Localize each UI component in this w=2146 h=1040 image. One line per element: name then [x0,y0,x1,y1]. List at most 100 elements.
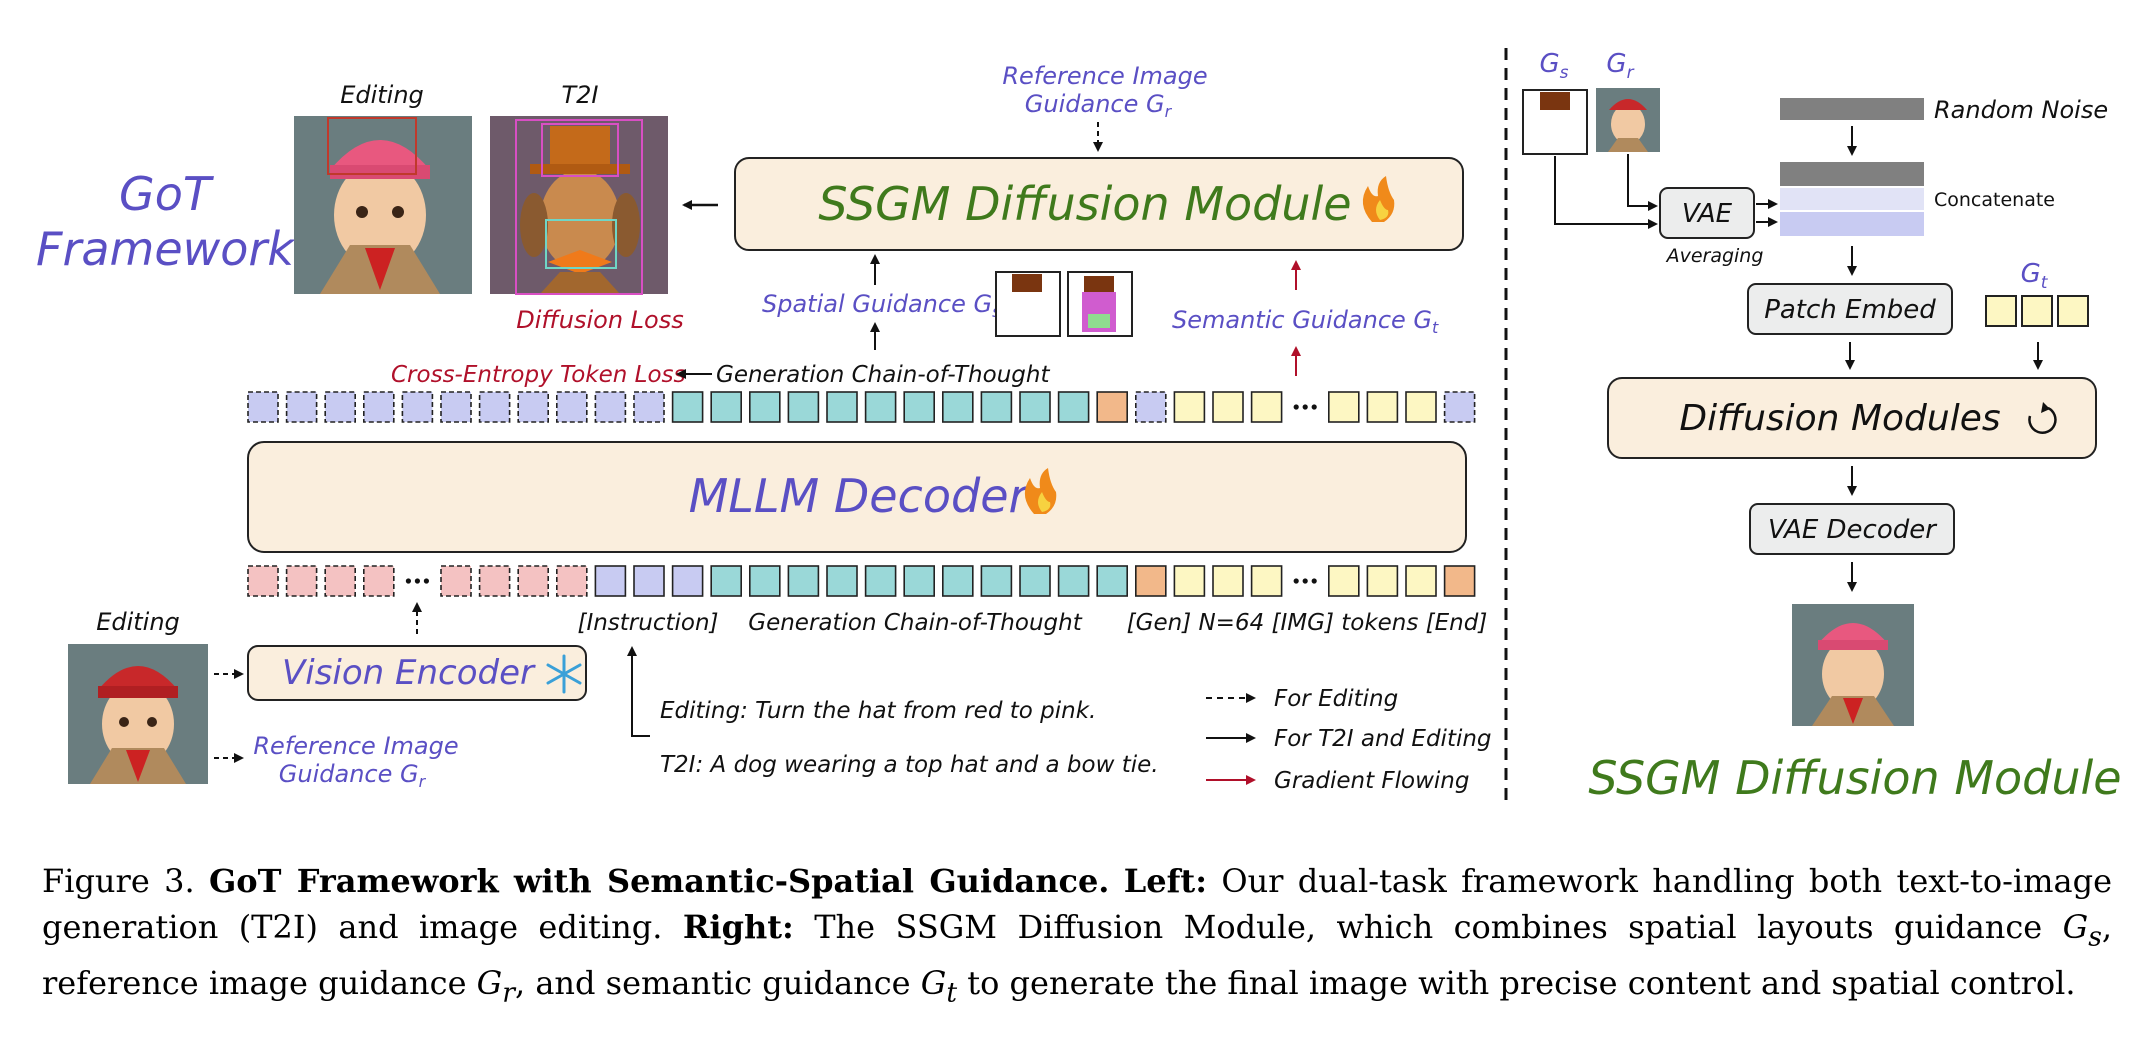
vae-decoder-label: VAE Decoder [1768,515,1938,545]
token [980,391,1013,423]
mllm-decoder-label: MLLM Decoder [689,469,1031,523]
right-reference-image [1596,88,1660,152]
concatenate-label: Concatenate [1934,189,2055,211]
spatial-layout-editing [995,271,1061,337]
ellipsis-dot [1311,404,1317,410]
token [633,565,665,597]
ref-guidance-bottom-line1: Reference Image [253,732,458,760]
token [826,565,858,597]
caption-right-label: Right: [682,908,794,946]
caption-right-text-2: , reference image guidance [42,908,2113,1003]
mllm-decoder-box [247,441,1467,553]
caption-right-text-1: The SSGM Diffusion Module, which combine… [814,908,2043,946]
token [864,391,897,423]
token [980,565,1013,597]
token [1366,391,1399,423]
vision-encoder-box [247,645,587,701]
token [1443,391,1476,423]
token [362,391,395,423]
token [440,565,472,597]
gs-to-vae-arrow [1554,156,1658,229]
ellipsis-dot [414,578,420,584]
caption-gr-sub: r [502,977,515,1009]
token [1096,565,1128,597]
ellipsis-dot [1293,578,1299,584]
gr-to-vae-arrow [1627,154,1658,211]
token [517,391,550,423]
token [941,565,974,597]
token [401,391,434,423]
ssgm-title-right: SSGM Diffusion Module [1588,751,2121,805]
right-gr-label: Gr [1606,49,1634,83]
editing-output-image [294,116,472,294]
token [941,391,974,423]
token [594,565,627,597]
diffusion-modules-label: Diffusion Modules [1679,398,2000,439]
token [748,391,781,423]
token [594,391,627,423]
token [787,565,820,597]
fire-icon [1024,468,1057,514]
gen-tokens-label: [Gen] N=64 [IMG] tokens [End] [1127,610,1488,636]
got-framework-diagram: GoT Framework Editing T2I Diffusion Loss… [36,48,2122,808]
token [1328,391,1360,423]
ref-guidance-bottom-line2: Guidance Gr [279,760,427,791]
legend-gradient: Gradient Flowing [1274,768,1470,794]
vision-encoder-label: Vision Encoder [282,653,536,693]
token [555,391,588,423]
prompt-to-instruction-arrow [627,646,650,737]
token [1173,565,1206,597]
token [517,565,550,597]
framework-title-2: Framework [36,222,296,276]
token [710,565,743,597]
token [710,391,743,423]
vae-box [1659,187,1755,239]
ref-guidance-top-line1: Reference Image [1002,62,1207,90]
caption-prefix: Figure 3. [42,862,195,900]
editing-label-bottom: Editing [96,608,180,636]
token [633,391,665,423]
legend-t2i-editing: For T2I and Editing [1274,726,1492,752]
caption-left-label: Left: [1123,862,1207,900]
editing-input-image [68,644,208,784]
token [555,565,588,597]
token [247,391,279,423]
ellipsis-dot [1302,578,1308,584]
averaging-label: Averaging [1665,245,1764,267]
ssgm-module-box [734,157,1464,251]
gen-cot-top-label: Generation Chain-of-Thought [716,362,1050,388]
right-output-image [1792,604,1914,726]
caption-title: GoT Framework with Semantic-Spatial Guid… [208,862,1110,900]
token [324,391,357,423]
instruction-token-label: [Instruction] [577,610,718,636]
token [1212,391,1244,423]
t2i-output-image [490,116,668,295]
editing-prompt: Editing: Turn the hat from red to pink. [660,698,1096,724]
ellipsis-dot [423,578,429,584]
token [1096,391,1128,423]
token [1250,391,1283,423]
ssgm-module-label: SSGM Diffusion Module [818,177,1351,231]
token [1135,391,1167,423]
token [440,391,472,423]
token [285,565,318,597]
loop-icon [2028,402,2057,434]
token [903,565,936,597]
caption-gs-sub: s [2088,921,2102,953]
token [1019,565,1051,597]
gen-cot-bottom-label: Generation Chain-of-Thought [748,610,1082,636]
token [1366,565,1399,597]
random-noise-bar [1780,98,1924,120]
token [1405,565,1437,597]
vae-decoder-box [1749,503,1955,555]
ref-guidance-top-line2: Guidance Gr [1025,90,1173,121]
token [748,565,781,597]
semantic-tokens [1985,295,2089,327]
random-noise-label: Random Noise [1934,96,2108,124]
token [1443,565,1476,597]
caption-gt: G [920,964,947,1003]
spatial-guidance-label: Spatial Guidance Gs [762,290,1000,321]
ellipsis-dot [1311,578,1317,584]
token [864,565,897,597]
token [903,391,936,423]
